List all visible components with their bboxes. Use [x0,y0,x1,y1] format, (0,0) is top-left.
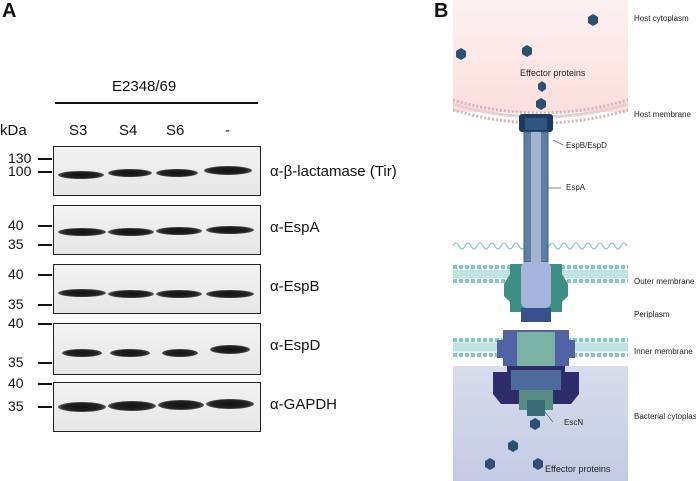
band [62,349,102,357]
secretin-channel [521,262,551,308]
label-escn: EscN [564,418,584,427]
lane-label-s3: S3 [69,122,88,139]
band [206,226,254,234]
marker-35: 35 [8,236,24,252]
band [206,290,254,298]
marker-35: 35 [8,296,24,312]
blot-espa [53,205,261,255]
band [108,228,154,236]
band [158,400,204,410]
marker-35: 35 [8,398,24,414]
band [58,402,106,412]
band [108,169,152,177]
escn-atpase [527,400,545,416]
marker-tick [38,323,52,325]
band [204,166,252,175]
marker-40: 40 [8,375,24,391]
band [58,228,106,236]
panel-a-letter: A [2,0,17,22]
marker-tick [38,304,52,306]
band [210,345,250,354]
strain-bracket-line [55,102,258,104]
antibody-espd: α-EspD [270,337,321,354]
band [110,349,150,357]
antibody-gapdh: α-GAPDH [270,396,338,413]
effector-protein-icons [456,14,598,470]
marker-100: 100 [8,163,32,179]
marker-130: 130 [8,150,32,166]
band [58,289,106,297]
marker-tick [38,171,52,173]
label-espa: EspA [566,183,586,192]
blot-espd [53,323,261,375]
band [156,169,198,177]
label-host-cytoplasm: Host cytoplasm [634,14,689,23]
marker-tick [38,225,52,227]
band [58,171,104,179]
band [108,290,154,298]
marker-tick [38,158,52,160]
band [162,349,198,357]
label-host-membrane: Host membrane [634,110,691,119]
kda-label: kDa [0,122,27,139]
marker-40: 40 [8,266,24,282]
band [156,290,202,298]
marker-tick [38,383,52,385]
label-outer-membrane: Outer membrane [634,277,695,286]
lane-label-control: - [225,122,230,139]
host-membrane-outer [453,98,628,115]
label-inner-membrane: Inner membrane [634,347,693,356]
antibody-espa: α-EspA [270,219,320,236]
antibody-tir: α-β-lactamase (Tir) [270,163,397,180]
label-periplasm: Periplasm [634,310,670,319]
host-cytoplasm-region [453,0,628,112]
leader-escn [544,411,554,423]
marker-40: 40 [8,217,24,233]
lane-label-s4: S4 [119,122,138,139]
marker-40: 40 [8,315,24,331]
blot-tir [53,146,261,196]
panel-b-letter: B [434,0,449,22]
blot-espb [53,264,261,314]
band [206,399,254,409]
band [108,401,156,411]
band [156,227,202,235]
label-bacterial-cytoplasm: Bacterial cytoplasm [634,412,696,421]
marker-tick [38,406,52,408]
t3ss-diagram [453,0,628,481]
blot-gapdh [53,382,261,432]
marker-tick [38,362,52,364]
label-effector-proteins-top: Effector proteins [520,68,586,78]
label-effector-proteins-bottom: Effector proteins [545,464,611,474]
label-espb-espd: EspB/EspD [566,141,607,150]
marker-tick [38,244,52,246]
marker-35: 35 [8,354,24,370]
strain-label: E2348/69 [112,78,177,95]
marker-tick [38,274,52,276]
lane-label-s6: S6 [166,122,185,139]
leader-espb-espd [552,139,564,146]
antibody-espb: α-EspB [270,278,320,295]
